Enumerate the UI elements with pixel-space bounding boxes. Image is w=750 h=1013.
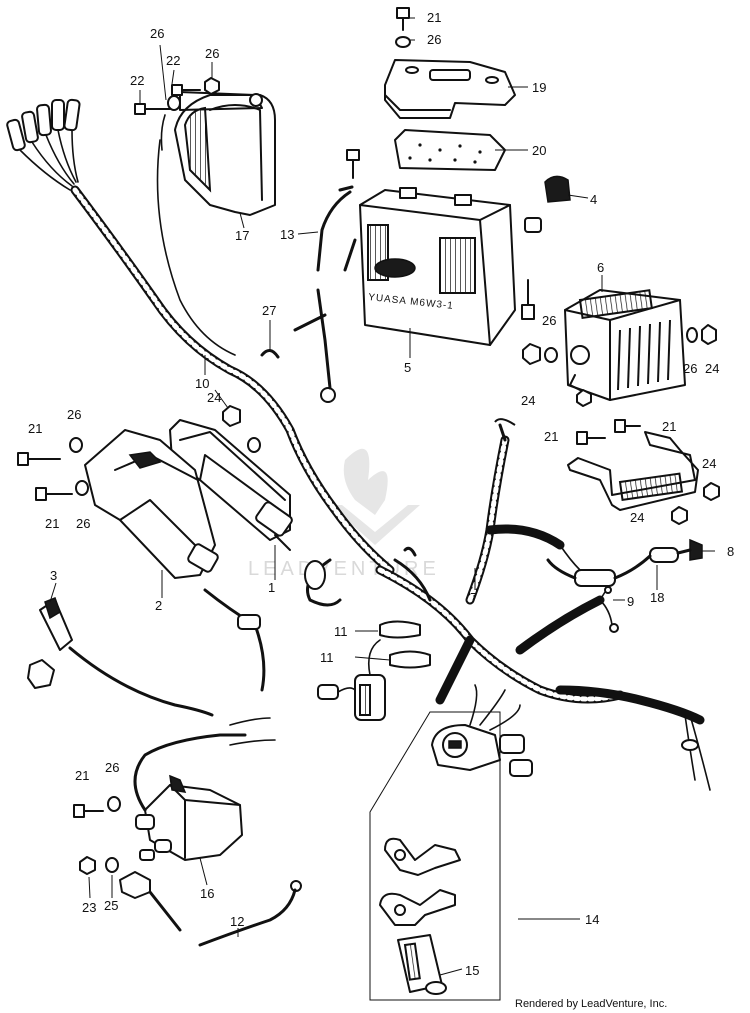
callout-2: 2	[155, 598, 162, 613]
condenser	[354, 639, 386, 721]
callout-22-top: 22	[166, 53, 180, 68]
washer-rect-left	[544, 347, 558, 363]
fuse-bracket	[567, 431, 699, 511]
callout-26-regulator-right: 26	[205, 46, 219, 61]
callout-4: 4	[590, 192, 597, 207]
callout-16: 16	[200, 886, 214, 901]
rectifier-6	[564, 289, 686, 401]
battery: YUASA M6W3-1	[359, 187, 516, 346]
watermark-text: LEADVENTURE	[248, 558, 440, 580]
fuse-holder-18	[546, 538, 703, 587]
battery-pad-texture	[408, 143, 482, 164]
battery-ground-cable	[316, 288, 332, 390]
relay-terminal-hardware	[79, 849, 182, 932]
callout-21-relay: 21	[75, 768, 89, 783]
callout-18: 18	[650, 590, 664, 605]
callout-19: 19	[532, 80, 546, 95]
grommet-11-lower	[389, 650, 431, 669]
relay-16	[133, 717, 276, 861]
callout-12: 12	[230, 914, 244, 929]
callout-27: 27	[262, 303, 276, 318]
nut-24-coil	[222, 405, 241, 427]
callout-24-bracket-right: 24	[702, 456, 716, 471]
top-bolt-and-washer	[395, 7, 411, 48]
callout-24-rect-left: 24	[521, 393, 535, 408]
callout-26-coil-lower: 26	[76, 516, 90, 531]
callout-24-bracket-bottom: 24	[630, 510, 644, 525]
spark-plug-cap-3	[27, 597, 214, 717]
callout-20: 20	[532, 143, 546, 158]
battery-top-bracket	[384, 59, 516, 119]
leader-lines	[49, 17, 715, 976]
callout-11-upper: 11	[334, 624, 348, 639]
starter-cable-12	[198, 888, 297, 947]
callout-6: 6	[597, 260, 604, 275]
nut-rect-left	[522, 343, 541, 365]
callout-25: 25	[104, 898, 118, 913]
relay-mount-bolt	[73, 796, 121, 818]
callout-7: 7	[470, 590, 477, 605]
callout-8: 8	[727, 544, 734, 559]
connector-near-condenser	[317, 684, 356, 700]
clip-27	[260, 349, 280, 359]
callout-23: 23	[82, 900, 96, 915]
regulator-17	[174, 91, 276, 216]
ignition-coil-1	[169, 419, 293, 551]
fuse-holder-4	[524, 175, 571, 233]
ignition-keys	[379, 837, 461, 926]
callout-21-top: 21	[427, 10, 441, 25]
battery-side-bolt	[521, 279, 535, 320]
callout-17: 17	[235, 228, 249, 243]
credit-line: Rendered by LeadVenture, Inc.	[515, 998, 667, 1010]
callout-5: 5	[404, 360, 411, 375]
callout-21-coil-upper: 21	[28, 421, 42, 436]
callout-21-bracket-left: 21	[544, 429, 558, 444]
rectifier-bottom-nut	[576, 389, 592, 407]
callout-21-coil-lower: 21	[45, 516, 59, 531]
callout-26-rect-right: 26	[683, 361, 697, 376]
callout-26-top: 26	[427, 32, 441, 47]
callout-26-relay: 26	[105, 760, 119, 775]
callout-13: 13	[280, 227, 294, 242]
callout-26-regulator-left: 26	[150, 26, 164, 41]
callout-22-left: 22	[130, 73, 144, 88]
ignition-coil-2	[84, 429, 219, 579]
callout-11-lower: 11	[320, 650, 334, 665]
callout-24-rect-right: 24	[705, 361, 719, 376]
callout-26-rect-left: 26	[542, 313, 556, 328]
callout-1: 1	[268, 580, 275, 595]
callout-14: 14	[585, 912, 599, 927]
callout-26-coil-upper: 26	[67, 407, 81, 422]
callout-10: 10	[195, 376, 209, 391]
callout-labels: 1 2 3 4 5 6 7 8 9 10 11 11 12 13 14 15 1…	[28, 10, 734, 978]
coil-mount-bolts	[17, 437, 89, 501]
key-lock-cylinder-15	[397, 934, 447, 995]
coil-2-lead	[203, 588, 266, 692]
connector-bundle-top-left	[6, 98, 81, 152]
battery-pad	[394, 129, 506, 171]
battery-cable-13	[316, 190, 352, 272]
callout-3: 3	[50, 568, 57, 583]
battery-bolt	[346, 149, 360, 179]
ignition-switch-assembly	[369, 684, 533, 1001]
grommet-11-upper	[379, 620, 421, 639]
callout-24-coil: 24	[207, 390, 221, 405]
callout-9: 9	[627, 594, 634, 609]
callout-21-bracket-right: 21	[662, 419, 676, 434]
fuse-bracket-bolts	[576, 419, 720, 525]
callout-15: 15	[465, 963, 479, 978]
